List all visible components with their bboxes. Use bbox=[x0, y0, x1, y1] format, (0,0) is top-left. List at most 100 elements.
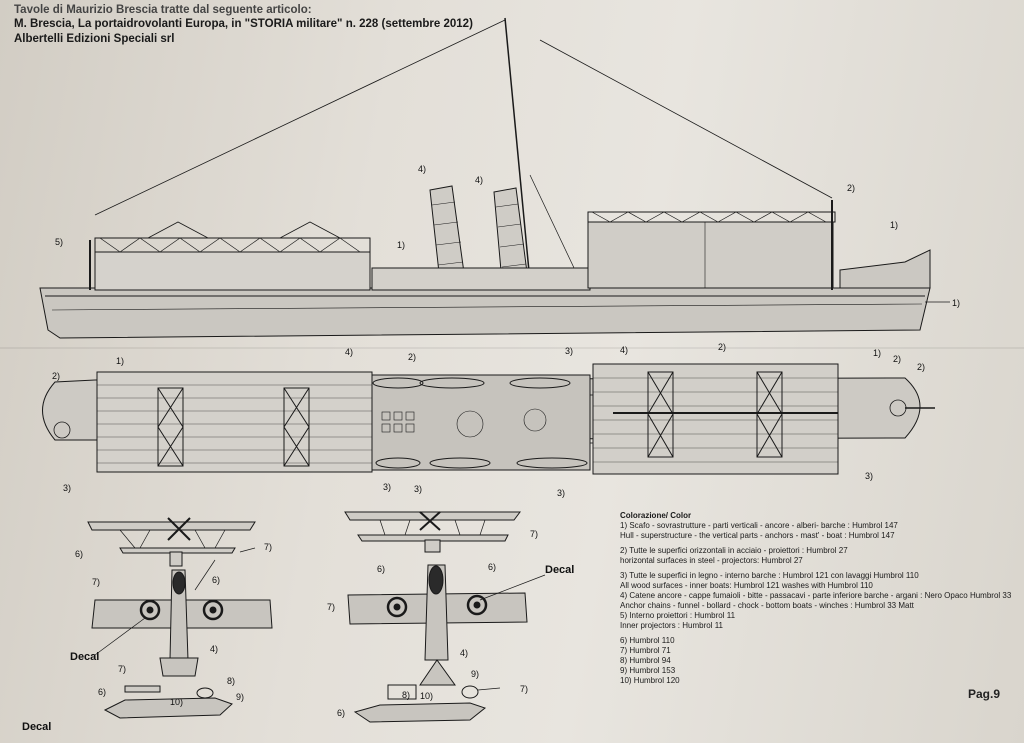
callout: 10) bbox=[170, 697, 183, 707]
callout: 4) bbox=[475, 175, 483, 185]
color-key-line: 3) Tutte le superfici in legno - interno… bbox=[620, 571, 919, 580]
profile-callouts: 5) 4) 4) 1) 2) 1) 1) 4) 4) bbox=[55, 164, 960, 357]
callout: 7) bbox=[520, 684, 528, 694]
roundel bbox=[386, 596, 408, 618]
aircraft-right-callouts: 7) 7) 6) 6) 6) 4) 10) 8) 9) 7) Decal bbox=[327, 529, 574, 718]
biplane-side-view bbox=[353, 702, 487, 723]
plan-aft-hangar bbox=[96, 371, 373, 473]
callout: 3) bbox=[63, 483, 71, 493]
color-key-line: 4) Catene ancore - cappe fumaioli - bitt… bbox=[620, 591, 1012, 600]
callout: 1) bbox=[890, 220, 898, 230]
color-key-line: 1) Scafo - sovrastrutture - parti vertic… bbox=[620, 521, 898, 530]
header-line-1: Tavole di Maurizio Brescia tratte dal se… bbox=[14, 4, 312, 16]
fore-hangar bbox=[587, 221, 834, 289]
biplane-side-view bbox=[103, 697, 233, 719]
fore-truss-pattern bbox=[591, 211, 827, 223]
callout: 4) bbox=[460, 648, 468, 658]
forestay bbox=[94, 19, 506, 216]
page-number: Pag.9 bbox=[968, 687, 1001, 701]
callout: 3) bbox=[865, 471, 873, 481]
callout: 9) bbox=[236, 692, 244, 702]
midship-superstructure bbox=[371, 267, 591, 291]
callout: 7) bbox=[118, 664, 126, 674]
callout: 3) bbox=[383, 482, 391, 492]
decal-label: Decal bbox=[22, 721, 51, 733]
decal-label: Decal bbox=[545, 564, 574, 576]
plan-midship-deck bbox=[371, 374, 591, 471]
ship-plan bbox=[42, 363, 935, 475]
fore-hangar-truss bbox=[587, 211, 836, 223]
color-key-line: 10) Humbrol 120 bbox=[620, 676, 680, 685]
color-key-line: 5) Interno proiettori : Humbrol 11 bbox=[620, 611, 736, 620]
callout: 3) bbox=[414, 484, 422, 494]
color-key-line: Anchor chains - funnel - bollard - chock… bbox=[620, 601, 914, 610]
plan-fore-hangar bbox=[592, 363, 839, 475]
color-key-line: Hull - superstructure - the vertical par… bbox=[620, 531, 895, 540]
callout: 8) bbox=[402, 690, 410, 700]
callout: 2) bbox=[847, 183, 855, 193]
plan-callouts: 1) 2) 2) 3) 2) 1) 2) 2) 3) 3) 3) 3) 3) bbox=[52, 342, 925, 498]
biplane-front-upper-wing bbox=[87, 521, 256, 531]
callout: 9) bbox=[471, 669, 479, 679]
callout: 3) bbox=[565, 346, 573, 356]
mainmast bbox=[504, 17, 531, 283]
callout: 2) bbox=[893, 354, 901, 364]
callout: 6) bbox=[98, 687, 106, 697]
aft-roof-trusses bbox=[157, 387, 310, 467]
callout: 6) bbox=[75, 549, 83, 559]
callout: 1) bbox=[397, 240, 405, 250]
color-key: Colorazione/ Color 1) Scafo - sovrastrut… bbox=[620, 511, 1020, 686]
callout: 2) bbox=[718, 342, 726, 352]
callout: 6) bbox=[377, 564, 385, 574]
color-key-line: 2) Tutte le superfici orizzontali in acc… bbox=[620, 546, 848, 555]
callout: 2) bbox=[917, 362, 925, 372]
callout: 7) bbox=[264, 542, 272, 552]
color-key-line: horizontal surfaces in steel - projector… bbox=[620, 556, 803, 565]
color-key-line: Inner projectors : Humbrol 11 bbox=[620, 621, 724, 630]
color-key-line: 7) Humbrol 71 bbox=[620, 646, 671, 655]
callout: 10) bbox=[420, 691, 433, 701]
callout: 7) bbox=[92, 577, 100, 587]
aircraft-left-callouts: 6) 7) 7) 6) 4) 7) 8) 9) 10) 6) Decal Dec… bbox=[22, 542, 272, 733]
callout: 6) bbox=[212, 575, 220, 585]
callout: 6) bbox=[337, 708, 345, 718]
callout: 3) bbox=[557, 488, 565, 498]
callout: 1) bbox=[952, 298, 960, 308]
aft-gantries bbox=[147, 221, 341, 239]
header-line-2: M. Brescia, La portaidrovolanti Europa, … bbox=[14, 18, 473, 30]
biplane-front-upper-wing bbox=[344, 511, 521, 521]
roundel bbox=[202, 599, 224, 621]
color-key-line: All wood surfaces - inner boats: Humbrol… bbox=[620, 581, 873, 590]
color-key-line: 6) Humbrol 110 bbox=[620, 636, 675, 645]
color-key-line: 9) Humbrol 153 bbox=[620, 666, 676, 675]
callout: 4) bbox=[345, 347, 353, 357]
derrick-boom bbox=[529, 174, 576, 271]
header-line-3: Albertelli Edizioni Speciali srl bbox=[14, 33, 175, 45]
callout: 6) bbox=[488, 562, 496, 572]
plan-boats bbox=[372, 377, 588, 469]
callout: 5) bbox=[55, 237, 63, 247]
roundel bbox=[466, 594, 488, 616]
decal-label: Decal bbox=[70, 651, 99, 663]
biplane-left bbox=[87, 517, 273, 719]
plan-vents bbox=[381, 408, 547, 438]
callout: 2) bbox=[408, 352, 416, 362]
callout: 1) bbox=[873, 348, 881, 358]
ship-profile bbox=[39, 17, 931, 339]
paper-fold bbox=[0, 347, 1024, 349]
aft-hangar-truss bbox=[94, 237, 371, 253]
roundel bbox=[139, 599, 161, 621]
callout: 4) bbox=[418, 164, 426, 174]
biplane-right bbox=[344, 511, 528, 723]
backstay bbox=[539, 39, 833, 199]
callout: 7) bbox=[530, 529, 538, 539]
aft-truss-pattern bbox=[99, 237, 361, 253]
callout: 8) bbox=[227, 676, 235, 686]
aft-hangar bbox=[94, 251, 371, 291]
callout: 4) bbox=[210, 644, 218, 654]
callout: 4) bbox=[620, 345, 628, 355]
color-key-title: Colorazione/ Color bbox=[620, 511, 692, 520]
funnel-hatching bbox=[431, 201, 527, 268]
